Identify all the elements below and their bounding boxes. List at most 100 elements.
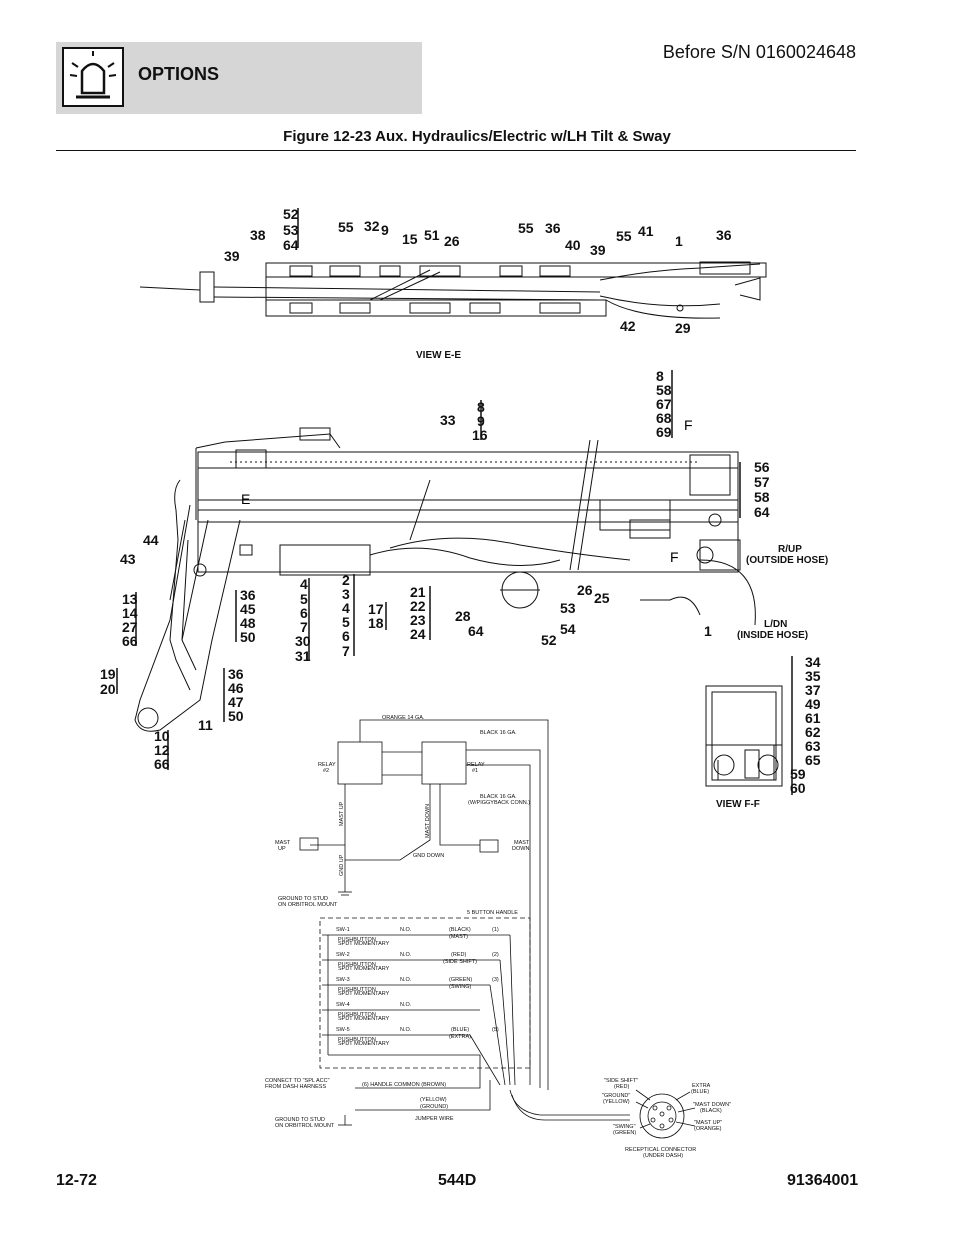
label-text: (3) [492, 977, 499, 983]
label-text: "MAST DOWN" [693, 1102, 731, 1108]
label-text: (YELLOW) [420, 1097, 447, 1103]
label-text: SW-3 [336, 977, 350, 983]
label-text: SPDT MOMENTARY [338, 1016, 390, 1022]
label-text: 22 [410, 598, 426, 614]
view-ee-callouts: 52 53 64 38 39 55 32 9 15 51 26 55 36 40… [224, 206, 732, 361]
callout-bars [116, 208, 793, 795]
label-text: ORANGE 14 GA. [382, 715, 425, 721]
label-text: PUSHBUTTON [338, 1012, 376, 1018]
label-text: 47 [228, 694, 244, 710]
label-text: MAST UP [339, 801, 345, 826]
callout: 15 [402, 231, 418, 247]
callout: 26 [444, 233, 460, 249]
label-text: N.O. [400, 1027, 412, 1033]
label-text: 17 [368, 601, 384, 617]
label-text: PUSHBUTTON [338, 937, 376, 943]
label-text: MAST [514, 840, 530, 846]
label-text: CONNECT TO "SPL ACC" [265, 1078, 330, 1084]
callout: 36 [716, 227, 732, 243]
label-text: GROUND TO STUD [278, 896, 328, 902]
callout: 32 [364, 218, 380, 234]
label-text: SW-5 [336, 1027, 350, 1033]
label-text: "GROUND" [602, 1093, 630, 1099]
label-text: 66 [154, 756, 170, 772]
header-rule [56, 150, 856, 151]
label-text: 13 [122, 591, 138, 607]
callout: 53 [283, 222, 299, 238]
label-text: MAST [275, 840, 291, 846]
label-text: (BLUE) [451, 1027, 469, 1033]
label-text: 49 [805, 696, 821, 712]
label-text: RELAY [467, 762, 485, 768]
section-mark: F [670, 549, 679, 565]
label-text: 12 [154, 742, 170, 758]
label-text: PUSHBUTTON [338, 962, 376, 968]
label-text: (W/PIGGYBACK CONN.) [468, 800, 530, 806]
label-text: PUSHBUTTON [338, 987, 376, 993]
label-text: (SWING) [449, 984, 471, 990]
label-text: L/DN [764, 619, 787, 630]
label-text: SW-4 [336, 1002, 350, 1008]
label-text: 43 [120, 551, 136, 567]
label-text: N.O. [400, 952, 412, 958]
label-text: 34 [805, 654, 821, 670]
document-number: 91364001 [787, 1172, 859, 1189]
label-text: 4 [342, 600, 350, 616]
label-text: 62 [805, 724, 821, 740]
callout: 29 [675, 320, 691, 336]
label-text: (SIDE SHIFT) [443, 959, 477, 965]
label-text: 25 [594, 590, 610, 606]
label-text: 68 [656, 410, 672, 426]
label-text: 11 [198, 717, 213, 733]
label-text: 64 [468, 623, 484, 639]
label-text: 35 [805, 668, 821, 684]
callout: 55 [518, 220, 534, 236]
label-text: 59 [790, 766, 806, 782]
label-text: SW-1 [336, 927, 350, 933]
label-text: 31 [295, 648, 311, 664]
view-ff-drawing [705, 685, 783, 787]
label-text: 24 [410, 626, 426, 642]
label-text: SPDT MOMENTARY [338, 966, 390, 972]
label-text: SPDT MOMENTARY [338, 991, 390, 997]
label-text: 8 [656, 368, 664, 384]
label-text: 18 [368, 615, 384, 631]
label-text: 36 [240, 587, 256, 603]
model-number: 544D [438, 1172, 477, 1189]
label-text: SPDT MOMENTARY [338, 941, 390, 947]
label-text: "MAST UP" [694, 1120, 722, 1126]
label-text: 36 [228, 666, 244, 682]
label-text: 28 [455, 608, 471, 624]
label-text: 53 [560, 600, 576, 616]
label-text: "SWING" [613, 1124, 636, 1130]
label-text: (1) [492, 927, 499, 933]
label-text: PUSHBUTTON [338, 1037, 376, 1043]
label-text: GROUND TO STUD [275, 1117, 325, 1123]
label-text: 61 [805, 710, 821, 726]
label-text: (BLACK) [449, 927, 471, 933]
label-text: (GREEN) [449, 977, 472, 983]
callout: 38 [250, 227, 266, 243]
label-text: N.O. [400, 977, 412, 983]
label-text: 60 [790, 780, 806, 796]
label-text: 64 [754, 504, 770, 520]
label-text: RELAY [318, 762, 336, 768]
label-text: (MAST) [449, 934, 468, 940]
label-text: N.O. [400, 927, 412, 933]
main-view-drawing [134, 427, 756, 732]
label-text: 5 [300, 591, 308, 607]
label-text: 58 [754, 489, 770, 505]
callout: 39 [590, 242, 606, 258]
label-text: (6) HANDLE COMMON (BROWN) [362, 1082, 446, 1088]
beacon-light-icon [62, 47, 124, 107]
label-text: (GREEN) [613, 1130, 636, 1136]
label-text: 54 [560, 621, 576, 637]
label-text: (RED) [451, 952, 466, 958]
label-text: 65 [805, 752, 821, 768]
label-text: SPDT MOMENTARY [338, 1041, 390, 1047]
label-text: 5 [342, 614, 350, 630]
callout: 55 [616, 228, 632, 244]
label-text: 48 [240, 615, 256, 631]
label-text: 10 [154, 728, 170, 744]
callout: 9 [381, 222, 389, 238]
